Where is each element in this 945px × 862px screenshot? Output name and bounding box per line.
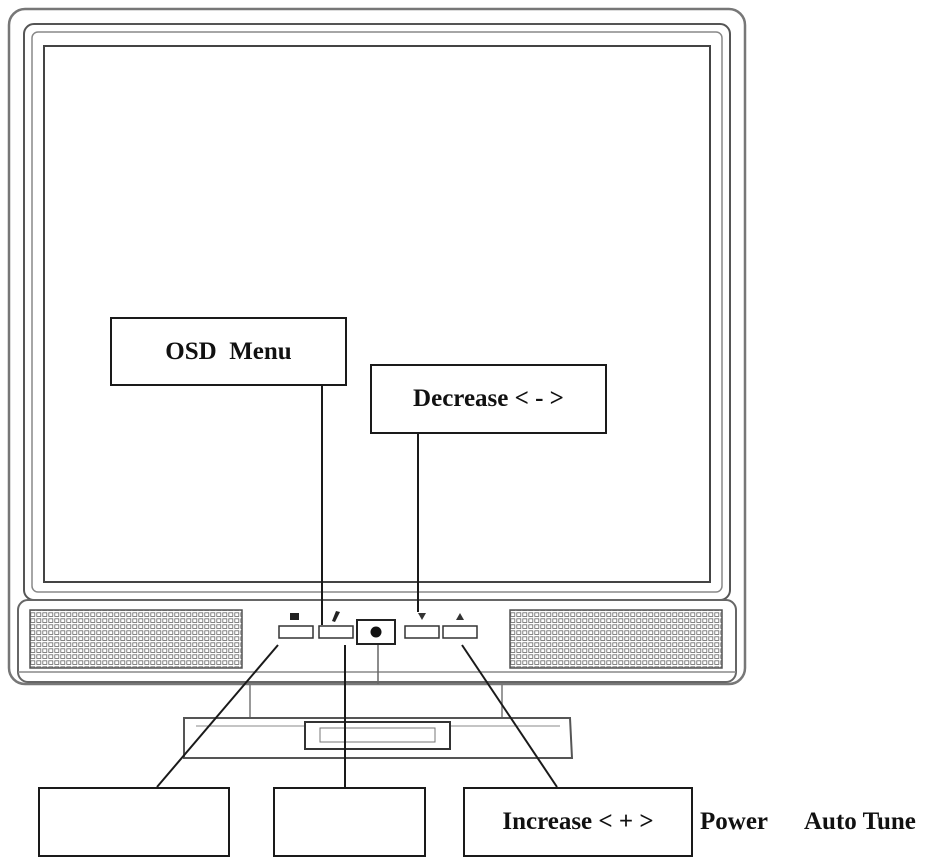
power-icon [370, 626, 382, 638]
speaker-grill-right [509, 609, 723, 669]
up-triangle-icon [456, 613, 464, 620]
osd-menu-button[interactable] [278, 625, 314, 639]
callout-bottom-left [38, 787, 230, 857]
brightness-button[interactable] [318, 625, 354, 639]
monitor-stand [183, 645, 574, 759]
brightness-icon [332, 611, 340, 622]
callout-increase: Increase < + > [463, 787, 693, 857]
leader-increase [461, 644, 558, 788]
label-auto-tune: Auto Tune [804, 808, 916, 835]
leader-lines [156, 386, 558, 788]
callout-bottom-middle [273, 787, 426, 857]
speaker-grill-left [29, 609, 243, 669]
decrease-button[interactable] [404, 625, 440, 639]
screen [43, 45, 711, 583]
down-triangle-icon [418, 613, 426, 620]
callout-osd-menu: OSD Menu [110, 317, 347, 386]
increase-button[interactable] [442, 625, 478, 639]
leader-bottom-left [156, 644, 279, 788]
square-icon [290, 613, 299, 620]
label-power: Power [700, 808, 769, 835]
callout-decrease: Decrease < - > [370, 364, 607, 434]
